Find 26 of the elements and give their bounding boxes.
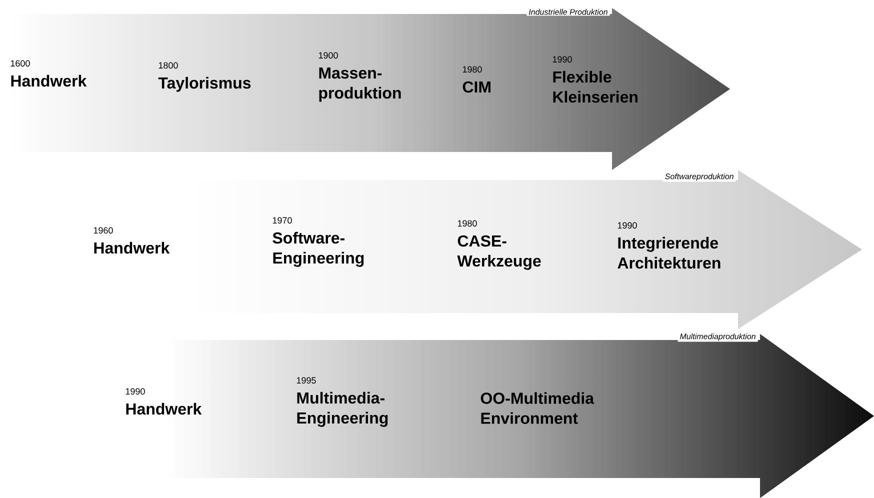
year-label: 1960 xyxy=(94,227,113,234)
stage-label: Handwerk xyxy=(94,242,170,254)
year-label: 1900 xyxy=(318,52,338,59)
year-label: 1800 xyxy=(158,62,178,69)
year-label: 1995 xyxy=(296,377,316,384)
stage-label: Taylorismus xyxy=(158,76,251,92)
stage-label: Integrierende Architekturen xyxy=(618,236,720,269)
year-label: 1990 xyxy=(126,388,145,395)
stage-label: Software-Engineering xyxy=(272,232,364,267)
year-label: 1980 xyxy=(458,220,477,227)
year-label: 1980 xyxy=(462,66,482,73)
arrow-title: Multimediaproduktion xyxy=(678,332,758,342)
year-label: 1600 xyxy=(10,60,30,67)
stage-label: Handwerk xyxy=(126,402,202,415)
year-label: 1970 xyxy=(272,217,292,224)
year-label: 1990 xyxy=(618,222,637,229)
stage-label: Massen-produktion xyxy=(319,67,401,102)
stage-label: CASE-Werkzeuge xyxy=(457,235,541,270)
stage-label: Handwerk xyxy=(11,74,87,87)
stage-label: Multimedia-Engineering xyxy=(297,392,388,427)
year-label: 1990 xyxy=(552,56,572,63)
arrow-title: Softwareproduktion xyxy=(662,172,736,182)
stage-label: OO-Multimedia Environment xyxy=(480,392,594,424)
arrow-title: Industrielle Produktion xyxy=(526,8,610,16)
stage-label: CIM xyxy=(462,81,490,93)
stage-label: Flexible Kleinserien xyxy=(553,70,638,103)
